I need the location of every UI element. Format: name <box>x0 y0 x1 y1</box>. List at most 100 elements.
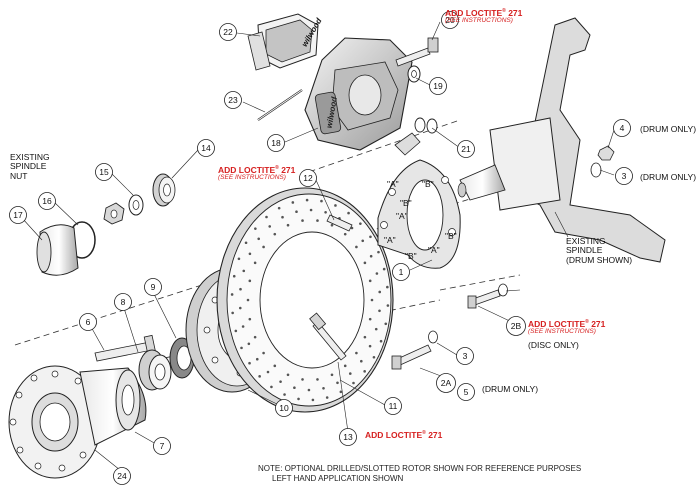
rotor-drill-hole <box>239 287 242 291</box>
bracket-mark: "B" <box>422 179 434 189</box>
rotor-drill-hole <box>273 232 277 236</box>
rotor-drill-hole <box>352 381 355 385</box>
rotor-drill-hole <box>230 293 234 296</box>
rotor-drill-hole <box>257 237 261 241</box>
rotor-drill-hole <box>382 267 386 271</box>
rotor-drill-hole <box>348 372 352 375</box>
rotor-drill-hole <box>248 317 252 321</box>
rotor-drill-hole <box>324 210 327 214</box>
rotor-drill-hole <box>242 269 246 273</box>
bracket-mark: "B" <box>405 251 417 261</box>
callout-number: 5 <box>464 387 469 397</box>
pads-22 <box>247 13 319 71</box>
callout-number: 23 <box>228 95 238 105</box>
rotor-drill-hole <box>378 290 382 294</box>
rotor-drill-hole <box>286 223 290 227</box>
rotor-drill-hole <box>350 226 354 230</box>
callout-number: 7 <box>160 441 165 451</box>
existing-spindle-label: EXISTING SPINDLE (DRUM SHOWN) <box>566 236 633 265</box>
rotor-drill-hole <box>240 346 243 350</box>
rotor-drill-hole <box>305 198 309 202</box>
rotor-drill-hole <box>248 279 252 283</box>
bracket-mark: "A" <box>387 179 399 189</box>
loctite-label-13: ADD LOCTITE® 271 <box>365 430 443 440</box>
callout-bubble <box>267 134 285 152</box>
drum-only-label-3: (DRUM ONLY) <box>640 172 697 182</box>
callout-bubble <box>441 11 459 29</box>
callout-number: 17 <box>13 210 23 220</box>
rotor-drill-hole <box>369 235 372 239</box>
rotor-drill-hole <box>355 351 358 355</box>
spindle <box>457 17 666 263</box>
rotor-drill-hole <box>343 232 347 236</box>
rotor-drill-hole <box>316 219 319 222</box>
callout-number: 19 <box>433 81 443 91</box>
rotor-drill-hole <box>363 335 367 339</box>
rotor-drill-hole <box>248 252 252 256</box>
callout-bubble <box>436 373 456 393</box>
rotor-drill-hole <box>347 211 350 215</box>
rotor-drill-hole <box>248 361 251 365</box>
callout-bubble <box>113 467 131 485</box>
rotor-drill-hole <box>293 386 296 390</box>
rotor-drill-hole <box>262 351 265 355</box>
rotor-drill-hole <box>372 355 376 359</box>
rotor-drill-hole <box>363 261 367 265</box>
washer-3c <box>428 330 438 344</box>
rotor-drill-hole <box>316 378 319 381</box>
callout-number: 10 <box>279 403 289 413</box>
rotor-drill-hole <box>334 204 337 207</box>
washer-19 <box>407 65 421 83</box>
rotor-drill-hole <box>339 390 343 394</box>
rotor-drill-hole <box>322 387 325 390</box>
rotor-drill-hole <box>355 245 358 249</box>
pin-23 <box>257 89 303 121</box>
diagram-note: NOTE: OPTIONAL DRILLED/SLOTTED ROTOR SHO… <box>258 464 582 484</box>
rotor-drill-hole <box>270 385 273 389</box>
rotor-drill-hole <box>238 306 242 310</box>
rotor-drill-hole <box>244 241 248 245</box>
callout-number: 6 <box>86 317 91 327</box>
rotor-drill-hole <box>281 215 284 219</box>
rotor-drill-hole <box>375 272 379 275</box>
caliper-18 <box>304 37 413 151</box>
callout-bubble <box>144 278 162 296</box>
rotor-drill-hole <box>295 210 298 213</box>
callout-number: 18 <box>271 138 281 148</box>
rotor-drill-hole <box>369 254 373 258</box>
rotor-drill-hole <box>266 370 270 374</box>
rotor-drill-hole <box>311 398 315 402</box>
nut-4 <box>597 145 615 161</box>
loctite-label-12: ADD LOCTITE® 271 (SEE INSTRUCTIONS) <box>218 165 296 181</box>
rotor-drill-hole <box>330 223 334 227</box>
rotor-drill-hole <box>268 225 272 228</box>
callout-number: 22 <box>223 27 233 37</box>
callout-bubble <box>153 437 171 455</box>
rotor-drill-hole <box>253 335 257 339</box>
rotor-drill-hole <box>386 304 390 307</box>
washer-3b <box>498 283 508 297</box>
rotor-drill-hole <box>237 257 241 261</box>
callout-bubble <box>275 399 293 417</box>
rotor-drill-hole <box>247 342 251 346</box>
existing-spindle-nut-label: EXISTING SPINDLE NUT <box>10 152 50 181</box>
rotor-drill-hole <box>330 373 334 377</box>
rotor-drill-hole <box>262 245 265 249</box>
rotor-drill-hole <box>253 261 257 265</box>
bracket-mark: "A" <box>428 245 440 255</box>
callout-bubble <box>429 77 447 95</box>
callout-bubble <box>9 206 27 224</box>
washer-15 <box>128 194 144 216</box>
rotor-drill-hole <box>291 201 295 204</box>
rotor-drill-hole <box>297 397 300 401</box>
callout-bubble <box>79 313 97 331</box>
rotor-drill-hole <box>336 381 339 385</box>
loctite-label-2B: ADD LOCTITE® 271 (SEE INSTRUCTIONS) <box>528 319 606 335</box>
callout-bubble <box>224 91 242 109</box>
bolt-2A <box>391 344 432 370</box>
rotor-drill-hole <box>368 279 372 283</box>
washer-3 <box>590 162 602 178</box>
